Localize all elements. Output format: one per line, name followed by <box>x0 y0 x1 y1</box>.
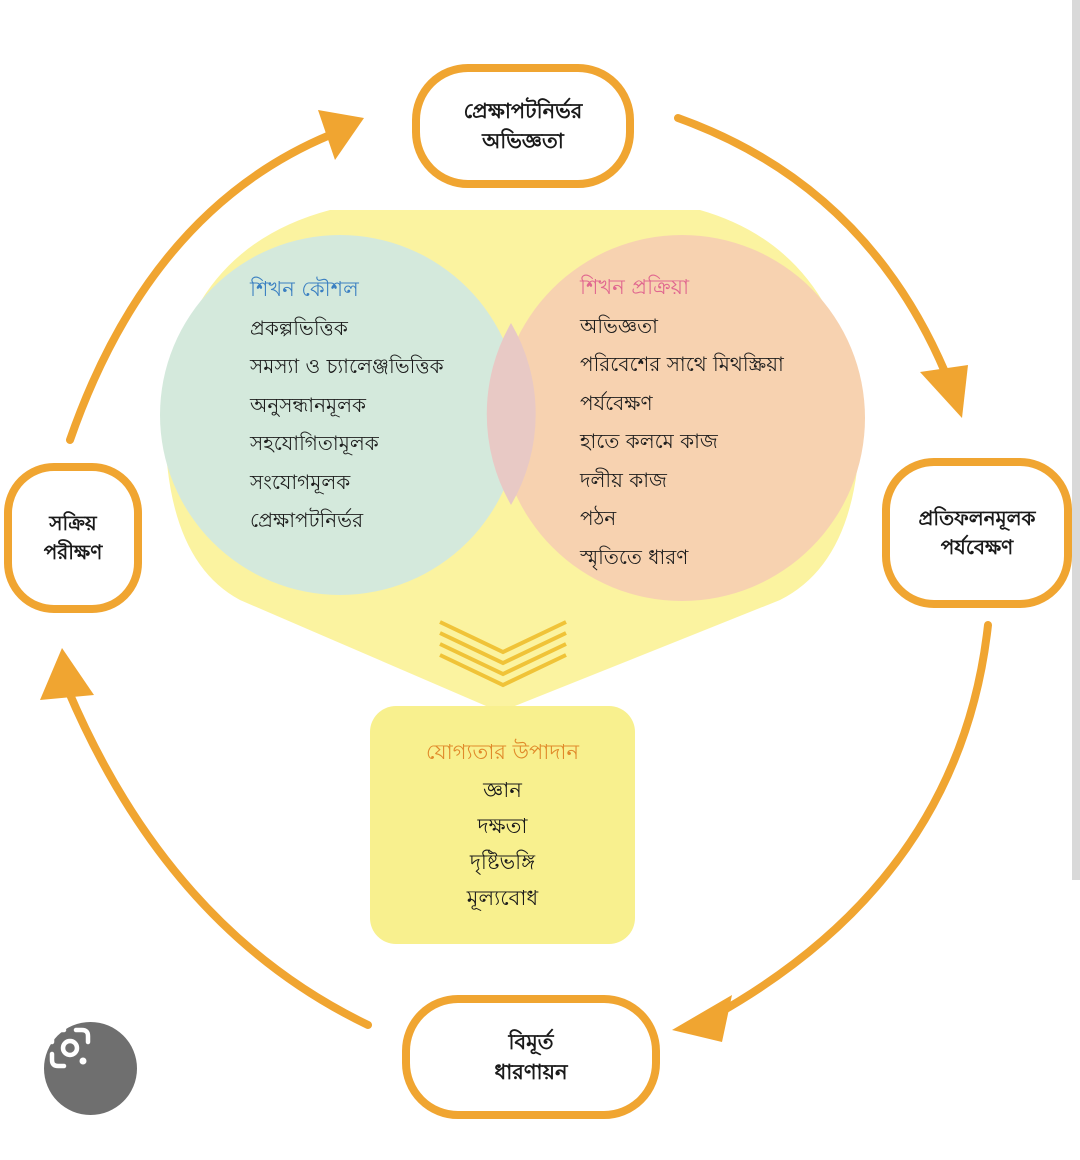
arrow-bottom-to-left <box>64 686 372 1029</box>
venn-right-item: অভিজ্ঞতা <box>580 313 658 338</box>
arrow-left-to-top <box>66 131 334 444</box>
venn-left-item: সংযোগমূলক <box>250 469 351 494</box>
venn-right-list: শিখন প্রক্রিয়া অভিজ্ঞতা পরিবেশের সাথে ম… <box>580 268 784 576</box>
venn-left-item: সহযোগিতামূলক <box>250 431 379 455</box>
venn-left-list: শিখন কৌশল প্রকল্পভিত্তিক সমস্যা ও চ্যালে… <box>250 270 444 540</box>
stage-concrete-experience: প্রেক্ষাপটনির্ভর অভিজ্ঞতা <box>412 64 634 188</box>
stage-abstract-conceptualization: বিমূর্ত ধারণায়ন <box>402 995 660 1119</box>
arrowhead-bottom-icon <box>672 995 732 1042</box>
stage-right-line1: প্রতিফলনমূলক <box>918 506 1036 530</box>
venn-right-item: পরিবেশের সাথে মিথস্ক্রিয়া <box>580 352 784 376</box>
components-item: জ্ঞান <box>483 778 522 802</box>
venn-left-item: প্রেক্ষাপটনির্ভর <box>250 508 364 532</box>
stage-top-line1: প্রেক্ষাপটনির্ভর <box>463 98 583 123</box>
venn-circle-right <box>499 235 865 601</box>
competency-components-box: যোগ্যতার উপাদান জ্ঞান দক্ষতা দৃষ্টিভঙ্গি… <box>370 706 635 944</box>
arrowhead-left-icon <box>40 648 94 700</box>
components-title: যোগ্যতার উপাদান <box>426 740 579 764</box>
arrowhead-top-icon <box>318 110 364 160</box>
stage-top-line2: অভিজ্ঞতা <box>482 129 564 153</box>
components-item: মূল্যবোধ <box>466 886 539 910</box>
venn-right-item: হাতে কলমে কাজ <box>580 429 718 453</box>
venn-right-item: দলীয় কাজ <box>580 467 667 492</box>
venn-right-item: স্মৃতিতে ধারণ <box>580 544 689 569</box>
stage-right-line2: পর্যবেক্ষণ <box>940 535 1014 559</box>
venn-right-item: পঠন <box>580 506 617 530</box>
down-chevrons-icon <box>439 620 567 688</box>
google-lens-button[interactable] <box>44 1022 137 1115</box>
edge-scrollbar[interactable] <box>1072 0 1080 880</box>
arrow-right-to-bottom <box>706 621 992 1022</box>
venn-left-item: সমস্যা ও চ্যালেঞ্জভিত্তিক <box>250 354 444 378</box>
google-lens-icon <box>49 1027 91 1069</box>
components-item: দক্ষতা <box>477 814 528 838</box>
venn-overlap <box>486 323 536 505</box>
stage-bottom-line2: ধারণায়ন <box>494 1060 568 1084</box>
arrowhead-right-icon <box>920 365 968 418</box>
stage-active-experimentation: সক্রিয় পরীক্ষণ <box>4 463 142 613</box>
stage-reflective-observation: প্রতিফলনমূলক পর্যবেক্ষণ <box>882 458 1072 608</box>
venn-left-title: শিখন কৌশল <box>250 277 359 301</box>
venn-right-item: পর্যবেক্ষণ <box>580 390 653 415</box>
stage-left-line1: সক্রিয় <box>49 511 97 535</box>
venn-right-title: শিখন প্রক্রিয়া <box>580 275 690 299</box>
arrow-top-to-right <box>674 114 949 376</box>
venn-circle-left <box>160 235 520 595</box>
stage-bottom-line1: বিমূর্ত <box>508 1029 554 1054</box>
venn-left-item: অনুসন্ধানমূলক <box>250 392 367 417</box>
stage-left-line2: পরীক্ষণ <box>43 540 103 564</box>
components-item: দৃষ্টিভঙ্গি <box>469 850 536 874</box>
venn-left-item: প্রকল্পভিত্তিক <box>250 315 348 340</box>
